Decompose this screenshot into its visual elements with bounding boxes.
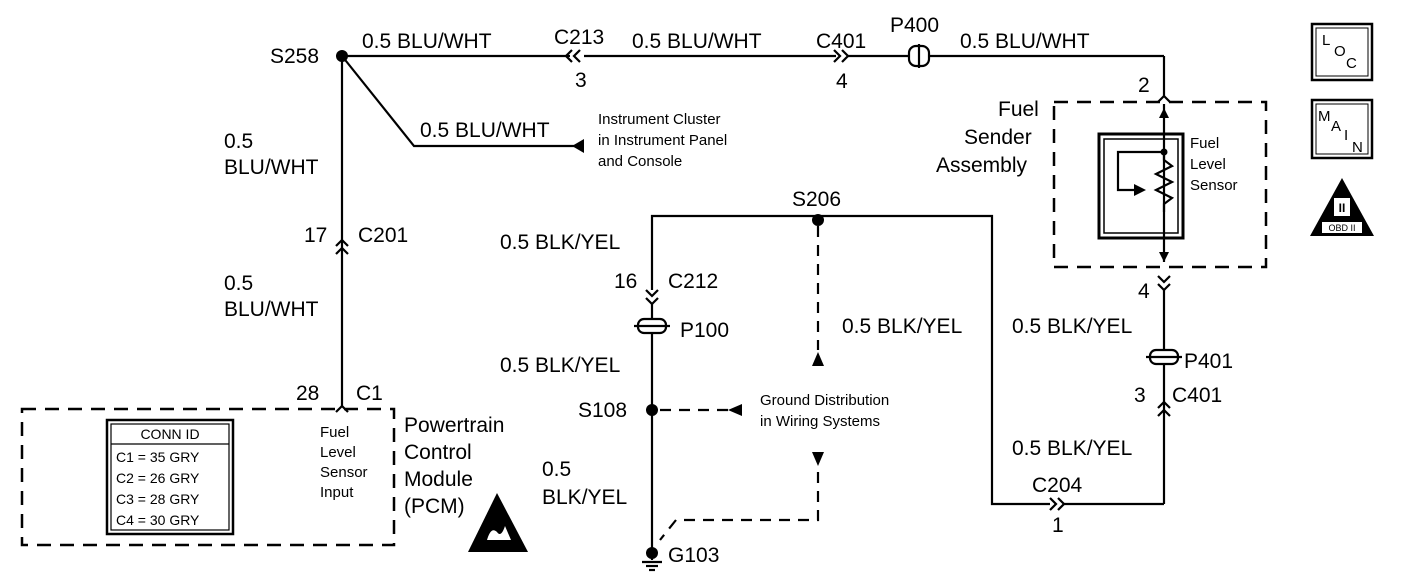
connector-c213-pin: 3 [575, 69, 587, 92]
connector-c212-pin: 16 [614, 270, 637, 293]
svg-text:II: II [1339, 201, 1346, 215]
connector-c401-right-symbol [1157, 400, 1171, 417]
svg-text:N: N [1352, 139, 1363, 156]
connector-c201-label: C201 [358, 224, 408, 247]
esd-warning-icon [468, 493, 528, 552]
svg-text:I: I [1344, 127, 1348, 144]
pcm-input-line2: Level [320, 444, 356, 461]
connector-c401-top-symbol [833, 49, 850, 63]
conn-id-row: C4 = 30 GRY [116, 512, 200, 528]
connector-c201-pin: 17 [304, 224, 327, 247]
top-wire-left-label: 0.5 BLU/WHT [362, 30, 492, 53]
obd-ii-icon: II OBD II [1310, 178, 1374, 236]
mid-mid-wire-label: 0.5 BLK/YEL [500, 354, 620, 377]
connector-c401-top-pin: 4 [836, 70, 848, 93]
passthrough-p100-label: P100 [680, 319, 729, 342]
pcm-name-line3: Module [404, 468, 473, 491]
left-lower-size: 0.5 [224, 272, 253, 295]
connector-c401-right-label: C401 [1172, 384, 1222, 407]
mid-low-color: BLK/YEL [542, 486, 627, 509]
connector-c401-right-pin: 3 [1134, 384, 1146, 407]
pcm-name-line2: Control [404, 441, 472, 464]
splice-s108-dot [646, 404, 658, 416]
sensor-line1: Fuel [1190, 135, 1219, 152]
conn-id-table: CONN ID C1 = 35 GRY C2 = 26 GRY C3 = 28 … [105, 418, 235, 536]
svg-text:L: L [1322, 32, 1330, 49]
pcm-input-line3: Sensor [320, 464, 368, 481]
ground-g103-symbol [642, 547, 662, 572]
fuel-sender-line1: Fuel [998, 98, 1039, 121]
fuel-sender-line3: Assembly [936, 154, 1028, 177]
connector-c1-pin: 28 [296, 382, 319, 405]
ground-ref-arrow-left [728, 404, 742, 416]
conn-id-header: CONN ID [140, 426, 199, 442]
fuel-sender-outline [1052, 100, 1268, 269]
ground-ref-line2: in Wiring Systems [760, 413, 880, 430]
pcm-outline [20, 407, 396, 547]
loc-icon: L O C [1310, 22, 1374, 82]
splice-s206-dot [812, 214, 824, 226]
cluster-branch-wire [341, 55, 580, 148]
main-icon: M A I N [1310, 98, 1374, 160]
passthrough-p401-label: P401 [1184, 350, 1233, 373]
connector-c201-symbol [335, 238, 349, 255]
mid-wire-top [650, 214, 1050, 506]
passthrough-p400-label: P400 [890, 14, 939, 37]
svg-text:C: C [1346, 55, 1357, 72]
cluster-ref-line2: in Instrument Panel [598, 132, 727, 149]
cluster-wire-label: 0.5 BLU/WHT [420, 119, 550, 142]
sender-top-pin: 2 [1138, 74, 1150, 97]
ground-ref-dash-lower [659, 472, 820, 541]
left-lower-color: BLU/WHT [224, 298, 319, 321]
sensor-line2: Level [1190, 156, 1226, 173]
left-upper-size: 0.5 [224, 130, 253, 153]
conn-id-row: C3 = 28 GRY [116, 491, 200, 507]
conn-id-row: C1 = 35 GRY [116, 449, 200, 465]
ground-g103-label: G103 [668, 544, 719, 567]
connector-c213-label: C213 [554, 26, 604, 49]
top-wire [342, 54, 1166, 96]
cluster-arrow [572, 139, 584, 153]
mid-low-size: 0.5 [542, 458, 571, 481]
connector-c212-symbol [645, 289, 659, 306]
center-right-wire-label: 0.5 BLK/YEL [842, 315, 962, 338]
cluster-ref-line1: Instrument Cluster [598, 111, 721, 128]
right-upper-wire-label: 0.5 BLK/YEL [1012, 315, 1132, 338]
top-wire-mid-label: 0.5 BLU/WHT [632, 30, 762, 53]
right-lower-wire-label: 0.5 BLK/YEL [1012, 437, 1132, 460]
fuel-sender-line2: Sender [964, 126, 1032, 149]
cluster-ref-line3: and Console [598, 153, 682, 170]
top-wire-right-label: 0.5 BLU/WHT [960, 30, 1090, 53]
ground-ref-line1: Ground Distribution [760, 392, 889, 409]
ground-ref-arrow-up [812, 352, 824, 366]
splice-s258-label: S258 [270, 45, 319, 68]
pcm-input-line4: Input [320, 484, 354, 501]
conn-id-row: C2 = 26 GRY [116, 470, 200, 486]
connector-c204-symbol [1049, 497, 1066, 511]
splice-s206-label: S206 [792, 188, 841, 211]
pcm-name-line1: Powertrain [404, 414, 504, 437]
svg-text:M: M [1318, 108, 1331, 125]
left-upper-color: BLU/WHT [224, 156, 319, 179]
svg-text:A: A [1331, 118, 1341, 135]
sensor-line3: Sensor [1190, 177, 1238, 194]
ground-ref-arrow-down [812, 452, 824, 466]
connector-c213-symbol [564, 49, 581, 63]
splice-s108-label: S108 [578, 399, 627, 422]
fuel-level-sensor [1097, 132, 1185, 240]
connector-c212-label: C212 [668, 270, 718, 293]
connector-c1-label: C1 [356, 382, 383, 405]
sender-bottom-pin: 4 [1138, 280, 1150, 303]
svg-text:O: O [1334, 43, 1346, 60]
svg-text:OBD II: OBD II [1328, 223, 1355, 233]
connector-c204-label: C204 [1032, 474, 1083, 497]
mid-top-wire-label: 0.5 BLK/YEL [500, 231, 620, 254]
pcm-name-line4: (PCM) [404, 495, 465, 518]
connector-c401-top-label: C401 [816, 30, 866, 53]
pcm-input-line1: Fuel [320, 424, 349, 441]
connector-c204-pin: 1 [1052, 514, 1064, 537]
